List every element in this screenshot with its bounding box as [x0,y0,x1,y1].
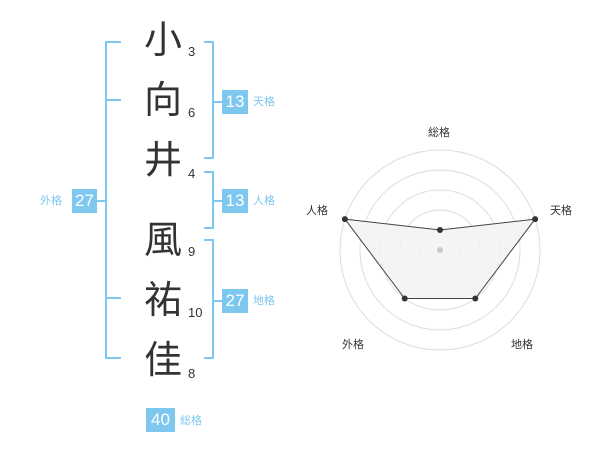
stroke-count-6: 8 [188,366,196,381]
chikaku-bracket-tick-top [204,239,214,241]
name-char-4: 風 [143,218,182,262]
radar-point-4 [401,295,408,302]
chikaku-bracket-spine [212,239,214,359]
outer-bracket-tick-top [105,41,121,43]
tenkaku-bracket-connector [214,101,222,103]
chikaku-badge: 27 [222,289,248,313]
radar-point-2 [532,216,539,223]
name-char-2: 向 [143,78,182,122]
name-char-5: 祐 [143,278,182,322]
radar-ring-4 [359,169,521,331]
name-char-3: 井 [143,138,182,182]
name-char-6: 佳 [143,338,182,382]
stroke-count-3: 4 [188,166,196,181]
jinkaku-bracket-spine [212,171,214,229]
gaikaku-label: 外格 [40,194,62,207]
outer-bracket-tick-mid-2 [105,297,121,299]
name-char-1: 小 [143,18,182,62]
outer-bracket-tick-bottom [105,357,121,359]
radar-axis-label-tenkaku: 天格 [550,204,572,217]
chikaku-bracket-connector [214,300,222,302]
jinkaku-bracket-connector [214,200,222,202]
stroke-count-4: 9 [188,244,196,259]
tenkaku-label: 天格 [253,95,275,108]
radar-axis-label-gaikaku: 外格 [342,338,364,351]
soukaku-badge: 40 [146,408,175,432]
gaikaku-badge: 27 [72,189,97,213]
radar-axis-label-jinkaku: 人格 [306,204,328,217]
jinkaku-label: 人格 [253,194,275,207]
tenkaku-bracket-tick-bottom [204,157,214,159]
radar-polygon [343,218,537,299]
outer-bracket-spine [105,41,107,359]
chikaku-label: 地格 [253,294,275,307]
radar-point-3 [472,295,479,302]
radar-point-5 [341,216,348,223]
jinkaku-bracket-tick-top [204,171,214,173]
radar-axis-label-soukaku: 総格 [428,126,450,139]
tenkaku-badge: 13 [222,90,248,114]
radar-ring-2 [399,209,481,291]
stroke-count-2: 6 [188,105,196,120]
radar-ring-5 [339,149,541,351]
radar-axis-label-chikaku: 地格 [511,338,533,351]
soukaku-label: 総格 [180,414,202,427]
chikaku-bracket-tick-bottom [204,357,214,359]
jinkaku-bracket-tick-bottom [204,227,214,229]
outer-bracket-connector [97,200,105,202]
radar-center-dot [437,247,443,253]
radar-ring-3 [379,189,501,311]
outer-bracket-tick-mid-1 [105,99,121,101]
stroke-count-5: 10 [188,305,203,320]
tenkaku-bracket-spine [212,41,214,159]
radar-point-1 [437,227,443,233]
tenkaku-bracket-tick-top [204,41,214,43]
jinkaku-badge: 13 [222,189,248,213]
radar-ring-1 [419,229,461,271]
stroke-count-1: 3 [188,44,196,59]
